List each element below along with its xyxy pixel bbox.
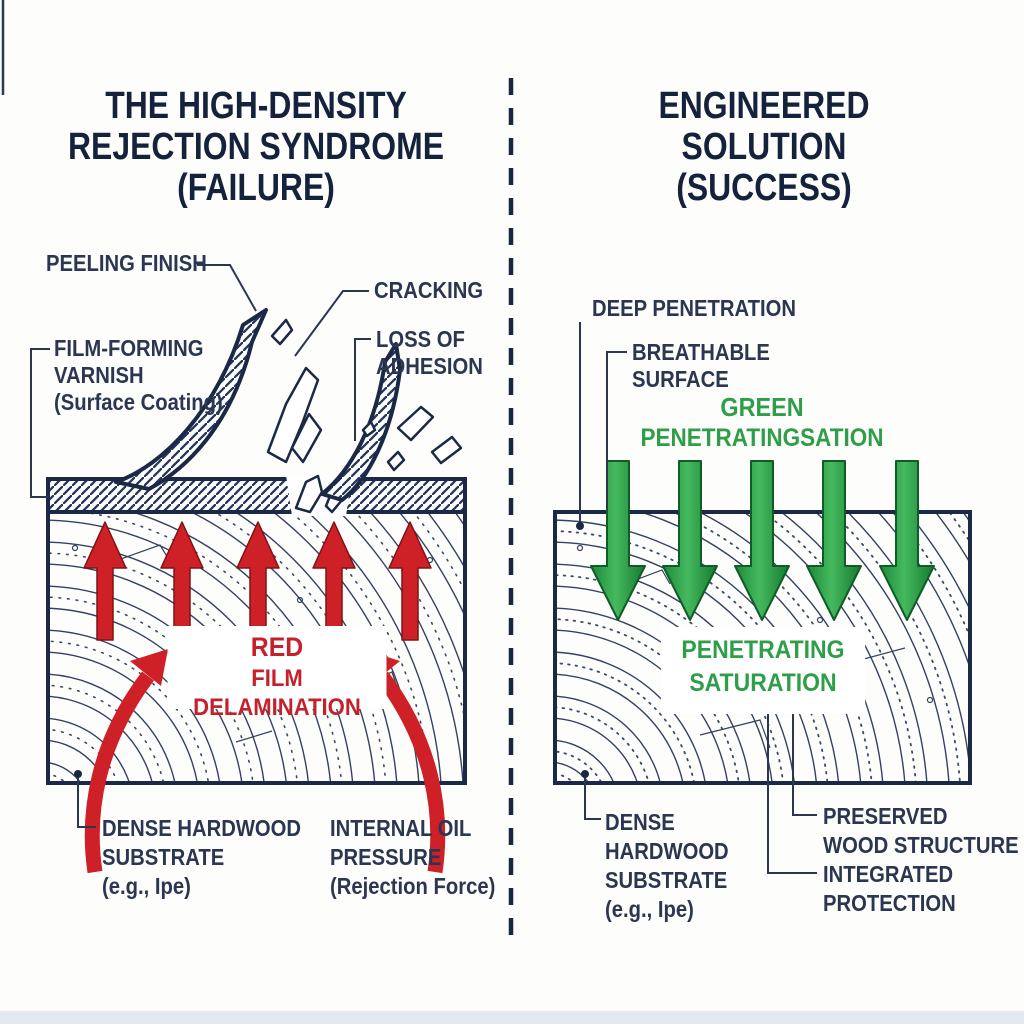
right-title-line: ENGINEERED	[658, 85, 870, 127]
leader-substrate-right	[584, 776, 601, 820]
label-substrate-left: DENSE HARDWOOD SUBSTRATE (e.g., Ipe)	[102, 815, 302, 899]
penetrating-saturation-callout: PENETRATING SATURATION	[660, 627, 866, 714]
right-title-line: (SUCCESS)	[676, 167, 852, 209]
right-title-line: SOLUTION	[681, 126, 847, 168]
green-arrow	[806, 460, 862, 621]
red-arrow	[388, 521, 432, 641]
leader-breathable	[606, 351, 627, 509]
left-title-line: REJECTION SYNDROME	[67, 126, 445, 168]
label-film-forming-varnish: FILM-FORMING VARNISH (Surface Coating)	[54, 335, 223, 415]
green-penetration-arrows	[590, 460, 935, 621]
left-title: THE HIGH-DENSITY REJECTION SYNDROME (FAI…	[63, 86, 449, 209]
red-arrow	[312, 521, 356, 641]
right-title: ENGINEERED SOLUTION (SUCCESS)	[571, 86, 957, 209]
leader-dot	[581, 770, 589, 778]
label-preserved-wood-structure: PRESERVED WOOD STRUCTURE	[823, 803, 1019, 858]
label-cracking: CRACKING	[374, 277, 484, 303]
green-arrow	[662, 460, 718, 621]
bottom-strip	[0, 1011, 1024, 1024]
varnish-layer	[46, 477, 467, 514]
green-arrow	[879, 460, 935, 621]
cracked-flakes	[266, 318, 463, 472]
peeling-strip-1	[114, 308, 268, 491]
label-peeling-finish: PEELING FINISH	[46, 250, 207, 276]
leader-dot	[74, 770, 82, 778]
leader-integrated	[767, 702, 817, 874]
green-arrow	[590, 460, 646, 621]
label-loss-of-adhesion: LOSS OF ADHESION	[376, 326, 483, 379]
leader-substrate-left	[77, 776, 96, 828]
leader-varnish	[30, 348, 50, 498]
label-breathable-surface: BREATHABLE SURFACE	[632, 339, 770, 392]
label-internal-oil-pressure: INTERNAL OIL PRESSURE (Rejection Force)	[330, 815, 496, 899]
left-title-line: (FAILURE)	[177, 167, 335, 209]
green-arrow	[734, 460, 790, 621]
film-delamination-callout: RED FILM DELAMINATION	[167, 626, 387, 721]
leader-peeling-finish	[197, 264, 257, 312]
peeling-strip-2	[320, 342, 402, 502]
leader-preserved	[792, 680, 817, 816]
label-substrate-right: DENSE HARDWOOD SUBSTRATE (e.g., Ipe)	[605, 809, 729, 922]
left-title-line: THE HIGH-DENSITY	[105, 85, 407, 127]
leader-adhesion	[354, 338, 371, 441]
leader-cracking	[294, 290, 369, 357]
label-green-penetration-caption: GREEN PENETRATINGSATION	[640, 392, 884, 452]
label-deep-penetration: DEEP PENETRATION	[592, 295, 796, 321]
left-leader-lines	[30, 264, 371, 828]
leader-dot	[576, 522, 584, 530]
red-rejection-arrows	[83, 521, 432, 641]
right-leader-lines	[579, 322, 817, 874]
red-arrow	[83, 521, 127, 641]
label-integrated-protection: INTEGRATED PROTECTION	[823, 861, 956, 916]
